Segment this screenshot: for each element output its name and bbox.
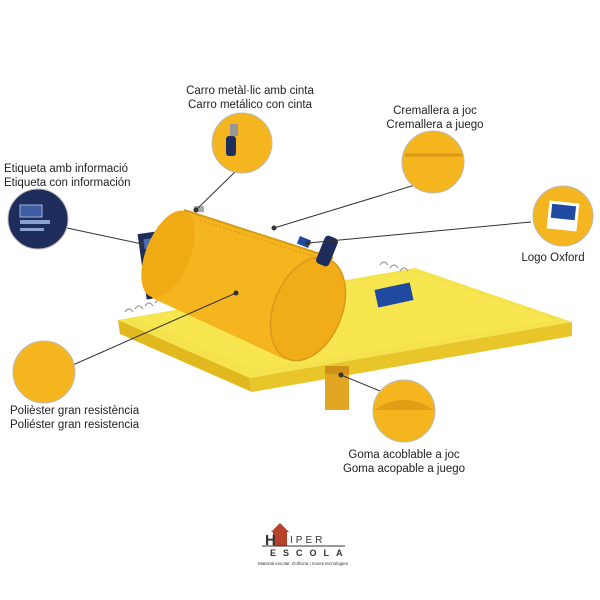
brand-bottom-text: ESCOLA bbox=[270, 548, 350, 558]
detail-circle-logo bbox=[532, 185, 594, 247]
notebook bbox=[118, 261, 572, 392]
label-logo: Logo Oxford bbox=[521, 252, 585, 264]
detail-circle-goma bbox=[372, 379, 436, 443]
label-poliester: Polièster gran resistència Poliéster gra… bbox=[10, 405, 140, 431]
brand-top-text: IPER bbox=[290, 535, 326, 546]
brand-tagline: Material escolar, d'oficina i noves tecn… bbox=[258, 561, 348, 566]
detail-circle-cremallera bbox=[401, 130, 465, 194]
elastic-band bbox=[325, 370, 349, 410]
label-carro: Carro metàl·lic amb cinta Carro metálico… bbox=[186, 85, 314, 111]
label-cremallera: Cremallera a joc Cremallera a juego bbox=[386, 105, 484, 131]
detail-circle-etiqueta bbox=[7, 188, 69, 250]
label-etiqueta: Etiqueta amb informació Etiqueta con inf… bbox=[4, 163, 131, 189]
hiper-escola-logo bbox=[262, 523, 345, 547]
oxford-logo-icon bbox=[550, 203, 577, 221]
notebook-logo bbox=[374, 282, 414, 308]
detail-circle-carro bbox=[211, 112, 273, 174]
detail-circle-poliester bbox=[12, 340, 76, 404]
brand-letter-h: H bbox=[265, 532, 276, 549]
label-goma: Goma acoblable a joc Goma acopable a jue… bbox=[342, 449, 466, 475]
pencil-case bbox=[141, 206, 347, 362]
zipper-pull bbox=[316, 235, 338, 267]
